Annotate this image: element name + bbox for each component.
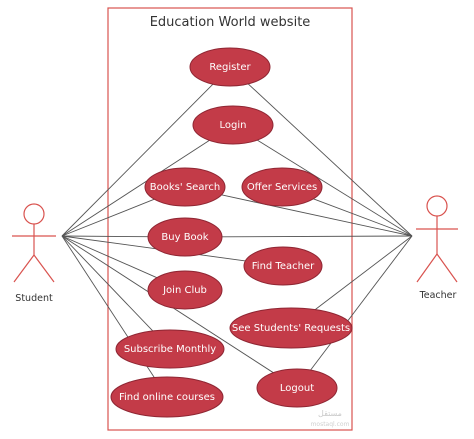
use-case-ellipse <box>110 376 224 418</box>
watermark-text: مستقل <box>318 409 342 418</box>
use-case-label: Find online courses <box>119 392 215 403</box>
student-right-leg <box>33 254 55 283</box>
use-case-ellipse <box>192 105 274 145</box>
actor-teacher[interactable]: Teacher <box>416 195 458 301</box>
association-student-books-search <box>61 198 155 237</box>
association-teacher-logout <box>310 235 413 371</box>
student-label: Student <box>15 293 53 304</box>
use-case-label: Join Club <box>162 285 207 296</box>
use-case-find-online-courses[interactable]: Find online courses <box>110 376 224 418</box>
use-case-ellipse <box>229 307 353 349</box>
teacher-head <box>426 195 448 217</box>
association-student-buy-book <box>61 235 149 238</box>
association-student-find-teacher <box>61 235 246 262</box>
use-case-offer-services[interactable]: Offer Services <box>241 167 323 207</box>
system-title: Education World website <box>150 15 311 30</box>
use-case-find-teacher[interactable]: Find Teacher <box>243 246 323 286</box>
association-student-subscribe-monthly <box>61 235 154 332</box>
use-case-login[interactable]: Login <box>192 105 274 145</box>
use-case-logout[interactable]: Logout <box>256 368 338 408</box>
association-teacher-buy-book <box>221 235 413 238</box>
association-teacher-login <box>257 139 413 237</box>
association-teacher-offer-services <box>313 198 413 237</box>
system-boundary <box>107 7 353 431</box>
use-case-see-students-requests[interactable]: See Students' Requests <box>229 307 353 349</box>
use-case-ellipse <box>147 217 223 257</box>
use-case-books-search[interactable]: Books' Search <box>144 167 226 207</box>
association-student-login <box>61 139 210 237</box>
watermark-sub: mostaql.com <box>311 421 350 428</box>
use-case-label: Login <box>220 120 247 131</box>
use-case-label: See Students' Requests <box>232 323 350 334</box>
use-case-ellipse <box>147 270 223 310</box>
actor-student[interactable]: Student <box>12 203 56 304</box>
use-case-ellipse <box>189 47 271 87</box>
use-case-label: Register <box>209 62 251 73</box>
teacher-label: Teacher <box>419 290 457 301</box>
use-case-register[interactable]: Register <box>189 47 271 87</box>
use-case-ellipse <box>256 368 338 408</box>
association-student-join-club <box>61 235 158 279</box>
use-case-ellipse <box>144 167 226 207</box>
use-case-subscribe-monthly[interactable]: Subscribe Monthly <box>115 329 225 369</box>
association-teacher-register <box>247 83 413 237</box>
student-left-leg <box>13 254 35 283</box>
use-case-ellipse <box>241 167 323 207</box>
use-case-label: Offer Services <box>247 182 317 193</box>
teacher-right-leg <box>436 253 458 283</box>
teacher-left-leg <box>416 253 438 283</box>
association-teacher-books-search <box>221 194 413 237</box>
use-case-label: Buy Book <box>161 232 208 243</box>
use-case-label: Find Teacher <box>252 261 315 272</box>
use-case-ellipse <box>115 329 225 369</box>
use-case-buy-book[interactable]: Buy Book <box>147 217 223 257</box>
association-student-register <box>61 83 214 237</box>
watermark: مستقل mostaql.com <box>311 409 350 428</box>
student-head <box>23 203 45 225</box>
use-case-join-club[interactable]: Join Club <box>147 270 223 310</box>
use-case-ellipse <box>243 246 323 286</box>
use-case-label: Books' Search <box>150 182 220 193</box>
use-case-label: Logout <box>280 383 314 394</box>
use-case-label: Subscribe Monthly <box>124 344 216 355</box>
association-teacher-see-students-requests <box>314 235 413 310</box>
